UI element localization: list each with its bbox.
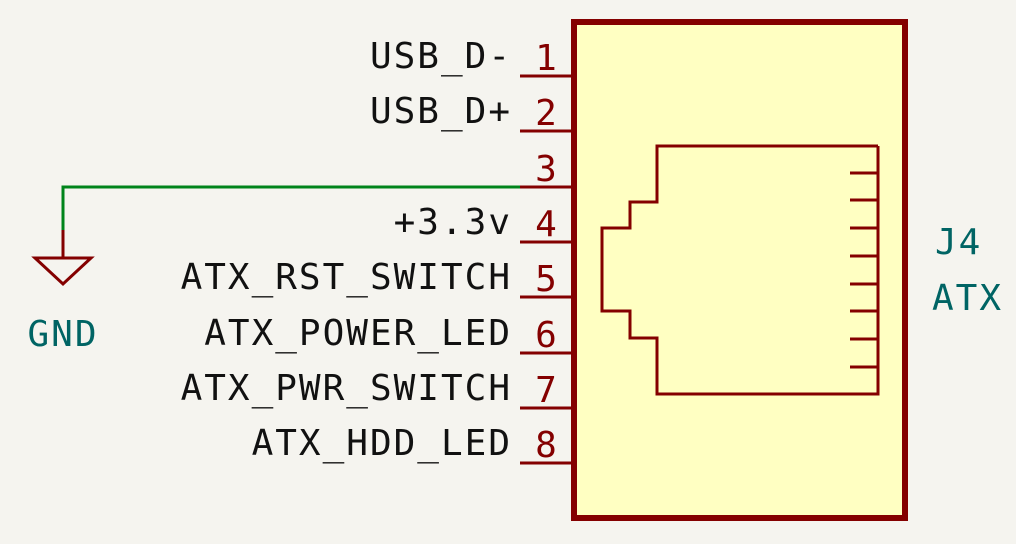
component-value: ATX <box>932 278 1003 319</box>
pin-6: 6 ATX_POWER_LED <box>204 313 574 356</box>
pin-number: 5 <box>535 259 557 300</box>
gnd-wire <box>61 185 520 230</box>
pin-number: 7 <box>535 370 557 411</box>
connector-body <box>571 19 908 521</box>
pin-8: 8 ATX_HDD_LED <box>252 423 574 466</box>
component-reference: J4 <box>935 222 982 263</box>
pin-3: 3 <box>520 149 574 190</box>
ground-symbol: GND <box>27 230 98 355</box>
pin-4: 4 +3.3v <box>394 202 574 245</box>
jack-outline <box>600 144 880 396</box>
pin-2: 2 USB_D+ <box>370 91 574 134</box>
pin-name: USB_D+ <box>370 91 512 132</box>
pin-name: ATX_HDD_LED <box>252 423 512 464</box>
pin-number: 8 <box>535 425 557 466</box>
pin-name: USB_D- <box>370 36 512 77</box>
pin-7: 7 ATX_PWR_SWITCH <box>181 368 574 411</box>
ground-icon <box>31 256 95 287</box>
pin-name: ATX_PWR_SWITCH <box>181 368 512 409</box>
pin-number: 4 <box>535 204 557 245</box>
gnd-label: GND <box>27 314 98 355</box>
pin-5: 5 ATX_RST_SWITCH <box>181 257 574 300</box>
pin-number: 3 <box>535 149 557 190</box>
pin-1: 1 USB_D- <box>370 36 574 79</box>
pin-number: 6 <box>535 315 557 356</box>
pin-number: 2 <box>535 93 557 134</box>
pin-name: ATX_RST_SWITCH <box>181 257 512 298</box>
pin-name: +3.3v <box>394 202 512 243</box>
pin-name: ATX_POWER_LED <box>204 313 512 354</box>
pin-number: 1 <box>535 38 557 79</box>
